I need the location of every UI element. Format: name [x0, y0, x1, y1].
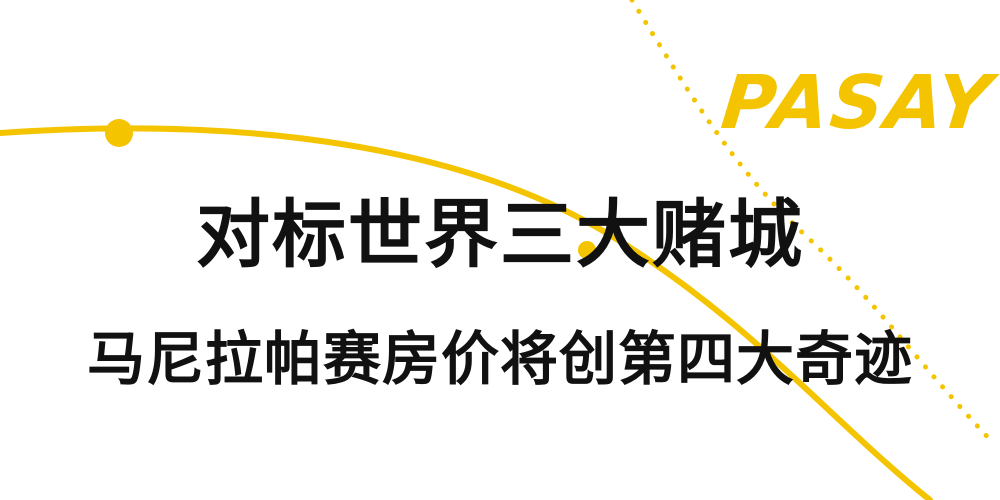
arc-node-dot-left — [105, 119, 133, 147]
brand-wordmark: PASAY — [717, 60, 997, 146]
solid-arc-line — [0, 125, 933, 500]
arc-node-dot-middle — [578, 241, 596, 259]
headline-secondary: 马尼拉帕赛房价将创第四大奇迹 — [86, 325, 913, 393]
headline-primary: 对标世界三大赌城 — [196, 192, 804, 278]
